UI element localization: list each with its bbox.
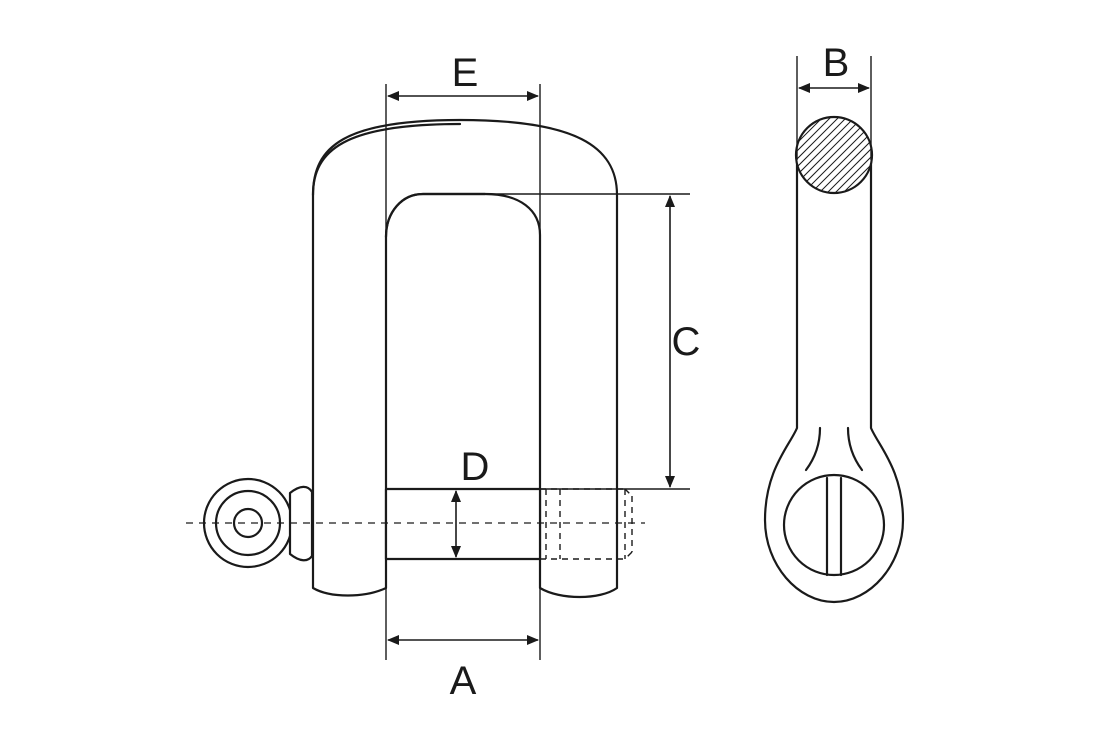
dimension-a-label: A [450,659,477,703]
dimension-d: D [451,445,490,558]
dimension-b: B [798,41,870,93]
dimension-a: A [387,635,539,703]
dimension-c: C [665,195,701,488]
side-view-body [763,158,905,604]
dimension-e: E [387,51,539,101]
dimension-c-label: C [672,320,701,364]
dimension-d-label: D [461,445,490,489]
side-view: B [763,41,905,604]
front-view: E A C D [186,51,700,703]
dimension-e-label: E [452,51,479,95]
dimension-b-label: B [823,41,850,85]
